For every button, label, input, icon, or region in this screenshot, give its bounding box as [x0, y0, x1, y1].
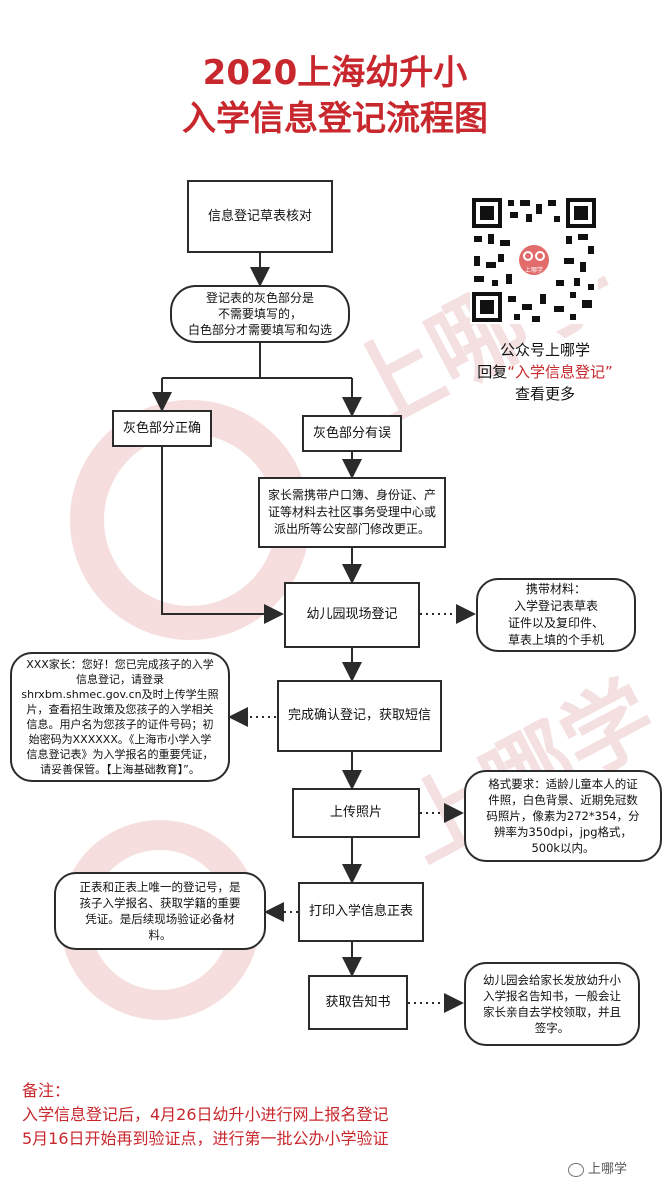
note-print-form-text: 正表和正表上唯一的登记号，是 孩子入学报名、获取学籍的重要 凭证。是后续现场验证… [79, 880, 241, 942]
follow-reply-line: 回复“入学信息登记” [440, 362, 650, 382]
note-sms: XXX家长：您好！您已完成孩子的入学 信息登记，请登录 shrxbm.shmec… [10, 652, 230, 782]
note-print-form: 正表和正表上唯一的登记号，是 孩子入学报名、获取学籍的重要 凭证。是后续现场验证… [54, 872, 266, 950]
step-fix-records: 家长需携带户口簿、身份证、产 证等材料去社区事务受理中心或 派出所等公安部门修改… [258, 477, 446, 548]
step-confirm-sms-label: 完成确认登记，获取短信 [287, 708, 431, 723]
follow-reply-prefix: 回复 [477, 363, 508, 381]
step-gray-white-parts: 登记表的灰色部分是 不需要填写的， 白色部分才需要填写和勾选 [170, 285, 350, 343]
step-confirm-sms: 完成确认登记，获取短信 [277, 680, 442, 752]
note-materials-text: 携带材料： 入学登记表草表 证件以及复印件、 草表上填的个手机 [507, 582, 604, 647]
step-gray-correct: 灰色部分正确 [112, 410, 212, 447]
remarks-line1: 入学信息登记后，4月26日幼升小进行网上报名登记 [22, 1105, 389, 1124]
step-get-notice: 获取告知书 [308, 975, 408, 1030]
follow-account-line: 公众号上哪学 [499, 341, 590, 359]
step-upload-photo: 上传照片 [292, 788, 420, 838]
step-gray-wrong: 灰色部分有误 [302, 415, 402, 452]
step-gray-wrong-label: 灰色部分有误 [312, 425, 391, 441]
step-upload-photo-label: 上传照片 [329, 805, 382, 820]
arrow-correct-to-onsite [161, 447, 284, 624]
remarks-label: 备注： [22, 1081, 71, 1100]
step-print-form-label: 打印入学信息正表 [308, 904, 413, 919]
qr-center-label: 上哪学 [524, 267, 543, 274]
brand-footer: 上哪学 [568, 1158, 627, 1177]
note-materials: 携带材料： 入学登记表草表 证件以及复印件、 草表上填的个手机 [476, 578, 636, 652]
step-fix-records-label: 家长需携带户口簿、身份证、产 证等材料去社区事务受理中心或 派出所等公安部门修改… [267, 488, 436, 536]
qr-code [470, 196, 598, 324]
step-draft-check: 信息登记草表核对 [187, 180, 333, 253]
note-notice: 幼儿园会给家长发放幼升小 入学报名告知书，一般会让 家长亲自去学校领取，并且 签… [464, 962, 640, 1046]
note-sms-text: XXX家长：您好！您已完成孩子的入学 信息登记，请登录 shrxbm.shmec… [21, 658, 219, 776]
note-notice-text: 幼儿园会给家长发放幼升小 入学报名告知书，一般会让 家长亲自去学校领取，并且 签… [483, 973, 621, 1035]
step-get-notice-label: 获取告知书 [325, 994, 391, 1010]
follow-reply-keyword: “入学信息登记” [507, 363, 613, 381]
note-photo-format-text: 格式要求：适龄儿童本人的证 件照，白色背景、近期免冠数 码照片，像素为272*3… [486, 777, 640, 855]
step-gray-white-parts-label: 登记表的灰色部分是 不需要填写的， 白色部分才需要填写和勾选 [187, 291, 332, 337]
brand-footer-text: 上哪学 [588, 1162, 628, 1177]
step-print-form: 打印入学信息正表 [298, 882, 424, 942]
step-onsite-registration-label: 幼儿园现场登记 [306, 607, 398, 622]
page-title-line2: 入学信息登记流程图 [182, 99, 488, 139]
follow-more-line: 查看更多 [514, 385, 575, 403]
note-photo-format: 格式要求：适龄儿童本人的证 件照，白色背景、近期免冠数 码照片，像素为272*3… [464, 770, 662, 862]
remarks-line2: 5月16日开始再到验证点，进行第一批公办小学验证 [22, 1129, 389, 1148]
wechat-icon [568, 1162, 584, 1177]
page-title-line1: 2020上海幼升小 [202, 53, 468, 93]
step-onsite-registration: 幼儿园现场登记 [284, 582, 420, 648]
step-draft-check-label: 信息登记草表核对 [207, 208, 312, 224]
step-gray-correct-label: 灰色部分正确 [122, 420, 201, 436]
